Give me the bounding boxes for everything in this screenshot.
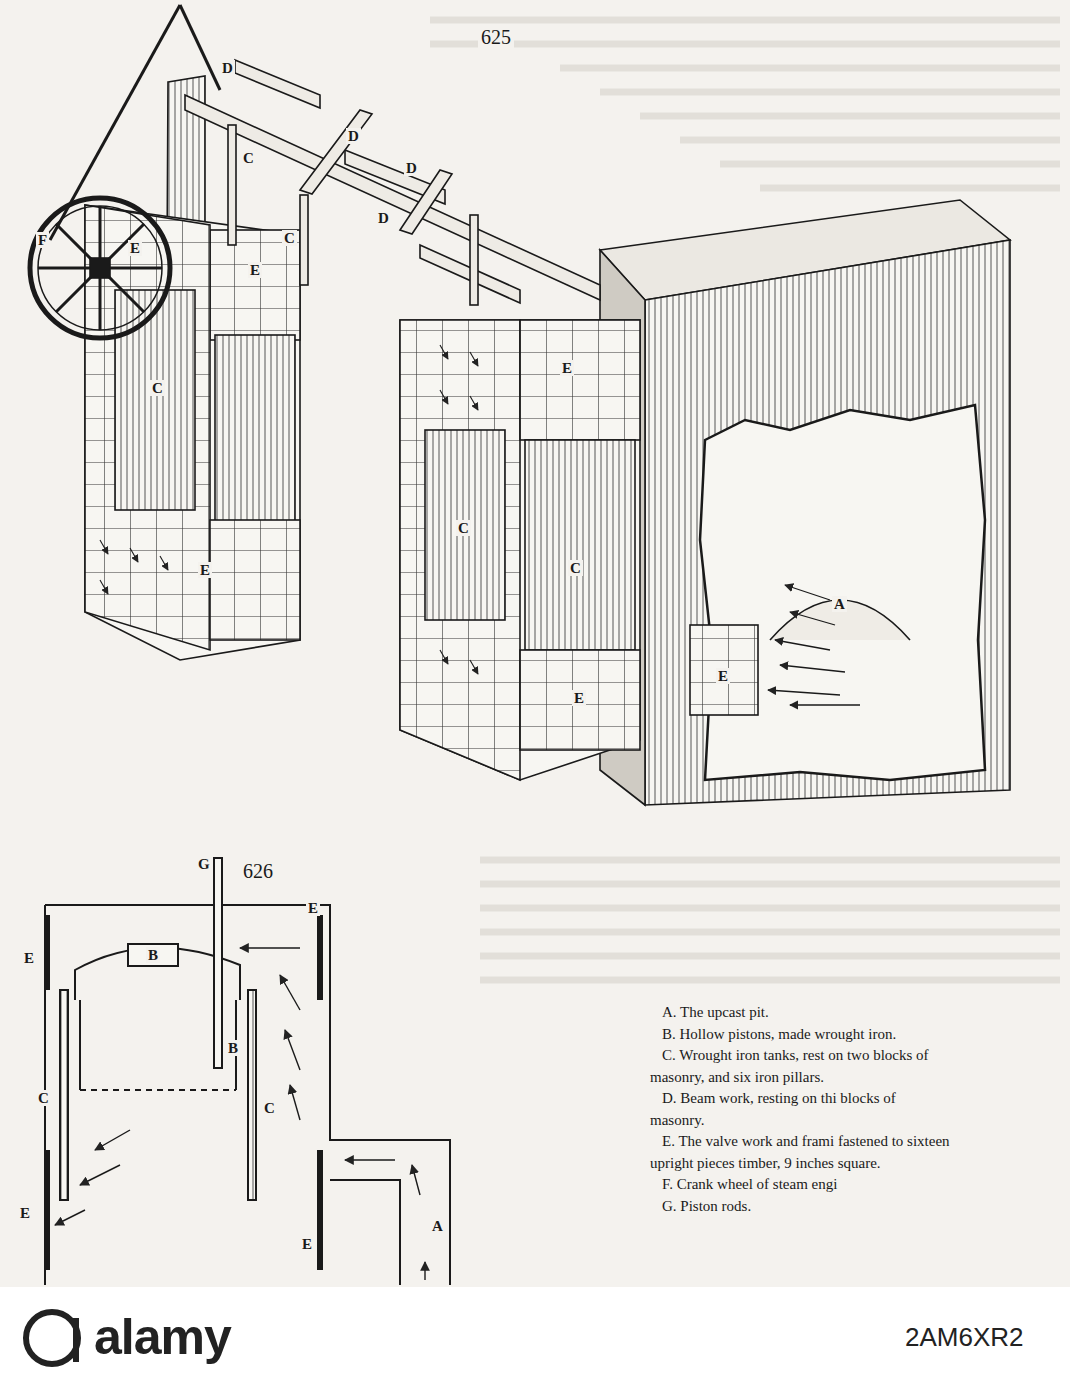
callout-letter: A <box>430 1218 445 1234</box>
key-entry: E. The valve work and frami fastened to … <box>650 1131 950 1174</box>
callout-letter: C <box>241 150 256 166</box>
callout-letter: C <box>282 230 297 246</box>
callout-letter: E <box>248 262 262 278</box>
callout-letter: E <box>128 240 142 256</box>
callout-letter: C <box>568 560 583 576</box>
key-entry: C. Wrought iron tanks, rest on two block… <box>650 1045 950 1088</box>
figure-625 <box>30 5 1010 805</box>
callout-letter: D <box>376 210 391 226</box>
callout-letter: D <box>404 160 419 176</box>
key-entry: A. The upcast pit. <box>650 1002 950 1024</box>
figure-number: 626 <box>240 860 276 883</box>
watermark-logo <box>26 1312 78 1364</box>
key-entry: F. Crank wheel of steam engi <box>650 1174 950 1196</box>
callout-letter: G <box>196 856 212 872</box>
watermark: alamy <box>94 1308 231 1366</box>
callout-letter: C <box>456 520 471 536</box>
figure-number: 625 <box>478 26 514 49</box>
key-entry: D. Beam work, resting on thi blocks of m… <box>650 1088 950 1131</box>
callout-letter: E <box>22 950 36 966</box>
callout-letter: E <box>18 1205 32 1221</box>
watermark-band <box>0 1287 1070 1390</box>
callout-letter: E <box>300 1236 314 1252</box>
callout-letter: D <box>220 60 235 76</box>
callout-letter: C <box>262 1100 277 1116</box>
callout-letter: A <box>832 596 847 612</box>
callout-letter: B <box>226 1040 240 1056</box>
figure-626 <box>45 858 450 1285</box>
page-texture <box>430 20 1060 980</box>
callout-letter: E <box>198 562 212 578</box>
callout-letter: F <box>36 232 49 248</box>
callout-letter: E <box>572 690 586 706</box>
callout-letter: E <box>560 360 574 376</box>
image-id: 2AM6XR2 <box>905 1322 1024 1353</box>
watermark-logo <box>73 1318 79 1362</box>
callout-letter: D <box>346 128 361 144</box>
key-entry: B. Hollow pistons, made wrought iron. <box>650 1024 950 1046</box>
callout-letter: B <box>146 947 160 963</box>
key-entry: G. Piston rods. <box>650 1196 950 1218</box>
callout-letter: C <box>36 1090 51 1106</box>
callout-letter: E <box>306 900 320 916</box>
callout-letter: C <box>150 380 165 396</box>
callout-letter: E <box>716 668 730 684</box>
